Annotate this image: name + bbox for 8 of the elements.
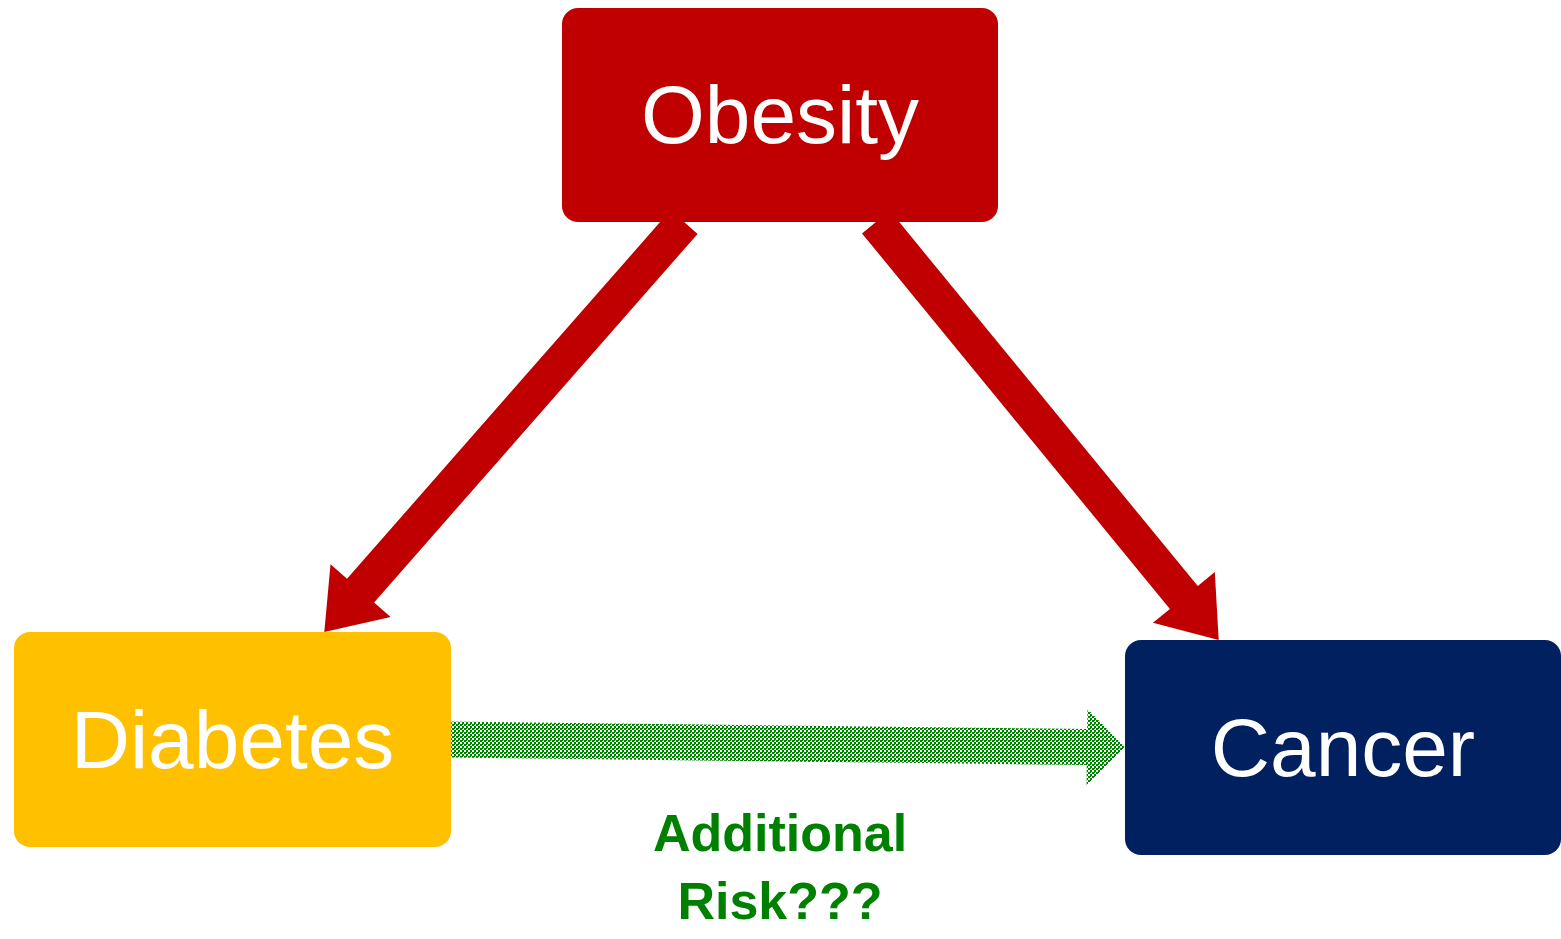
node-label: Diabetes: [70, 692, 395, 787]
block-arrow: [450, 709, 1125, 785]
node-label: Obesity: [641, 68, 919, 162]
process-box: [1125, 640, 1561, 855]
process-box: [562, 8, 998, 222]
node-label: Cancer: [1210, 700, 1476, 795]
edge-label: Additional Risk???: [651, 803, 909, 932]
process-box: [14, 632, 451, 847]
